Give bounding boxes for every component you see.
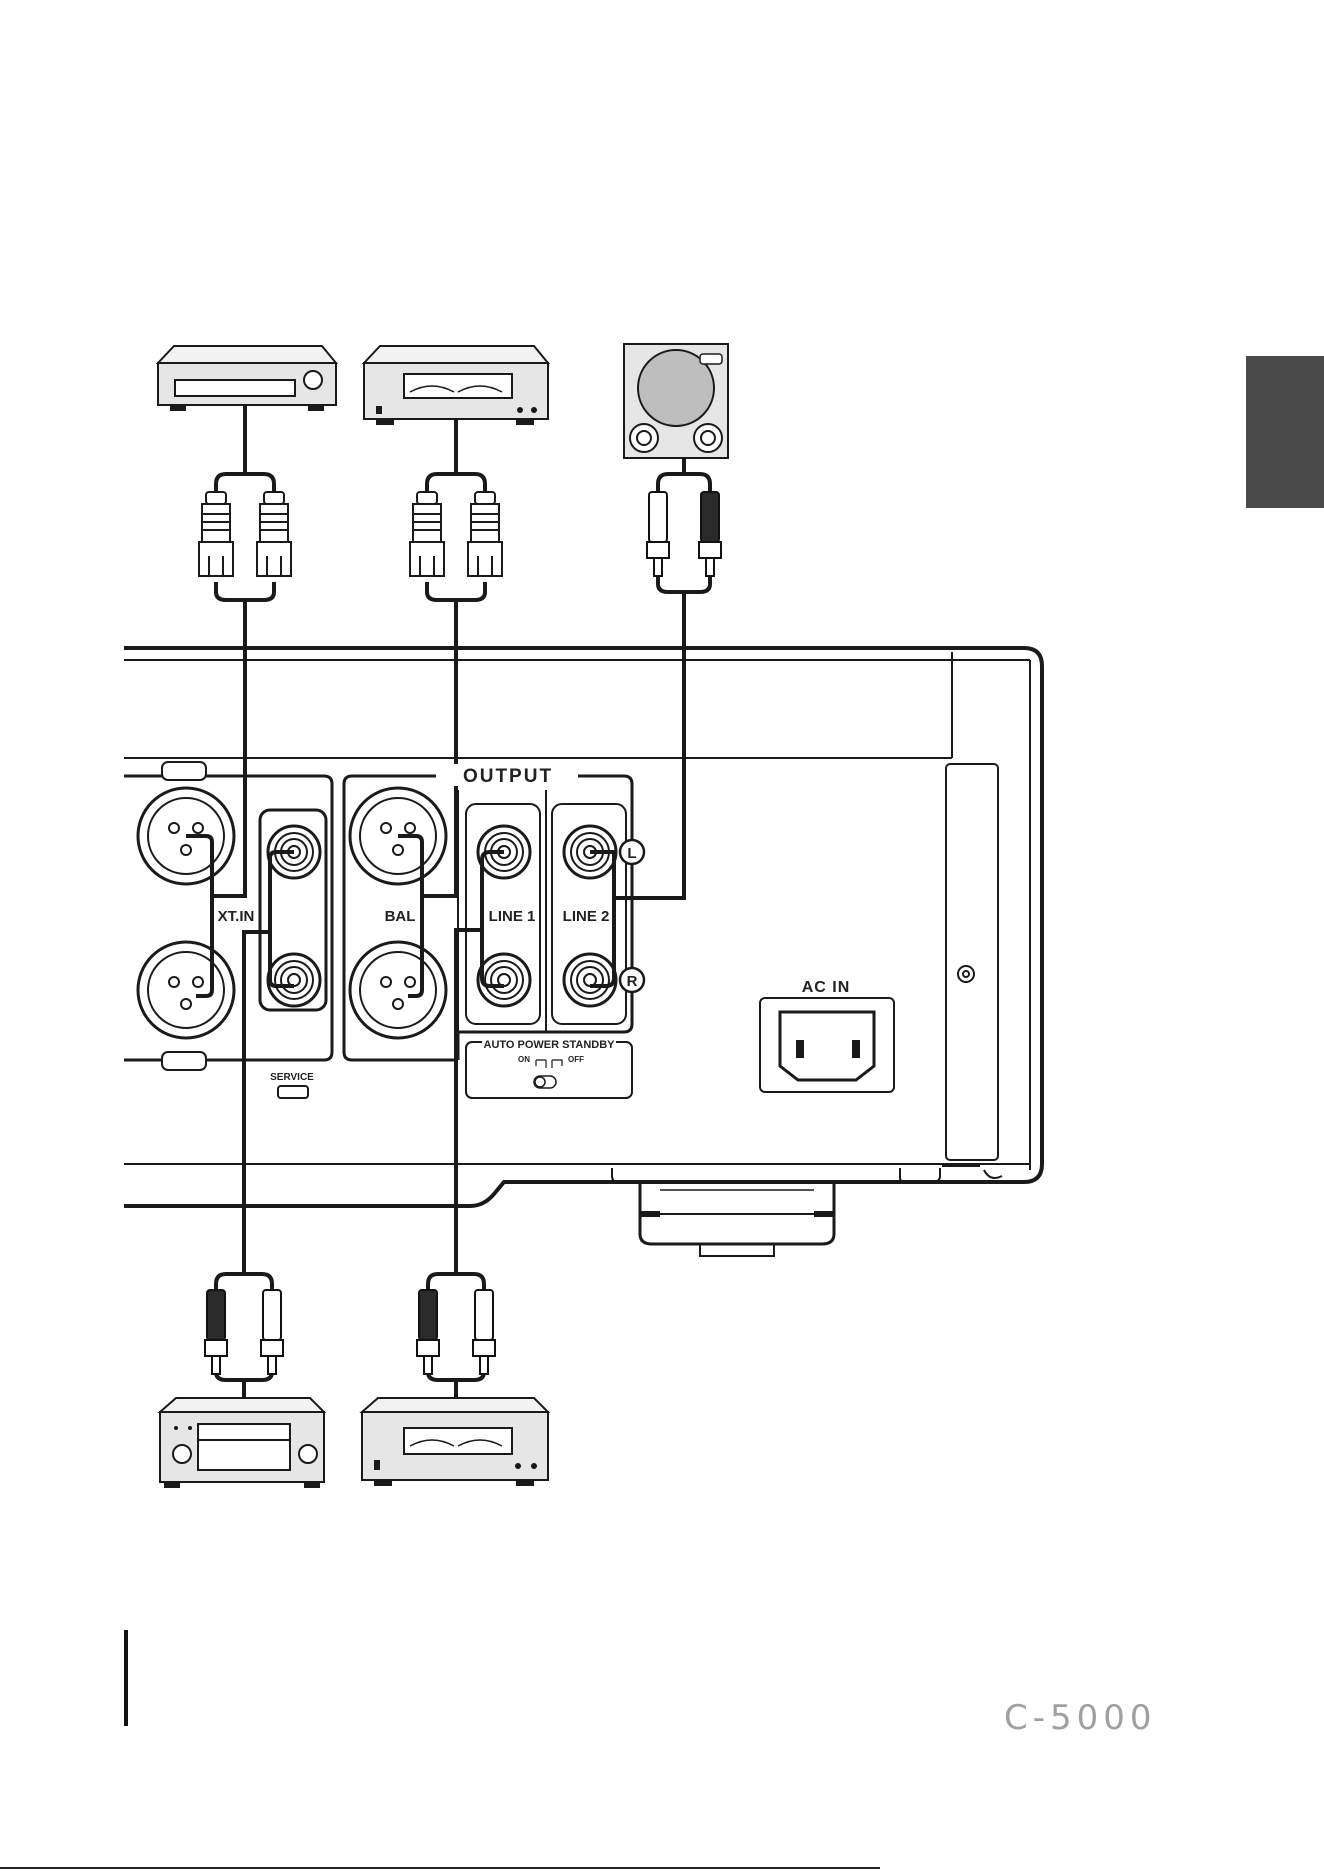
bal-label: BAL <box>385 908 416 925</box>
rca-plug-icon <box>205 1290 283 1374</box>
line2-label: LINE 2 <box>563 908 610 925</box>
xlr-jack-bal-r <box>350 942 446 1038</box>
line1-label: LINE 1 <box>489 908 536 925</box>
channel-r-marker: R <box>620 968 644 992</box>
rca-jack-ext-in-r <box>268 954 320 1006</box>
source-player-icon <box>158 346 336 411</box>
service-port: SERVICE <box>270 1072 314 1098</box>
av-receiver-icon <box>160 1398 324 1488</box>
amplifier-icon <box>362 1398 548 1486</box>
rca-plug-icon <box>647 492 721 576</box>
power-amplifier-icon <box>364 346 548 425</box>
channel-l-marker: L <box>620 840 644 864</box>
ac-inlet: AC IN <box>760 979 894 1092</box>
svg-text:OFF: OFF <box>568 1055 584 1064</box>
svg-text:ON: ON <box>518 1055 530 1064</box>
svg-text:AUTO POWER STANDBY: AUTO POWER STANDBY <box>484 1039 616 1051</box>
model-name: C-5000 <box>1004 1698 1157 1738</box>
subwoofer-icon <box>624 344 728 458</box>
svg-text:SERVICE: SERVICE <box>270 1072 314 1083</box>
ext-in-label: XT.IN <box>218 908 255 925</box>
footer-rule <box>0 1867 880 1869</box>
svg-text:AC IN: AC IN <box>802 979 851 996</box>
rca-jack-line1-r <box>478 954 530 1006</box>
xlr-plug-icon <box>199 492 291 576</box>
rca-plug-icon <box>417 1290 495 1374</box>
rca-jack-line2-r <box>564 954 616 1006</box>
xlr-plug-icon <box>410 492 502 576</box>
auto-power-standby-switch: AUTO POWER STANDBY ON OFF <box>466 1036 632 1098</box>
margin-bar <box>124 1630 128 1726</box>
svg-text:L: L <box>627 845 636 862</box>
xlr-jack-ext-in-r <box>138 942 234 1038</box>
rear-panel <box>124 648 1042 1256</box>
output-label: OUTPUT <box>463 766 553 787</box>
svg-text:R: R <box>627 973 638 990</box>
